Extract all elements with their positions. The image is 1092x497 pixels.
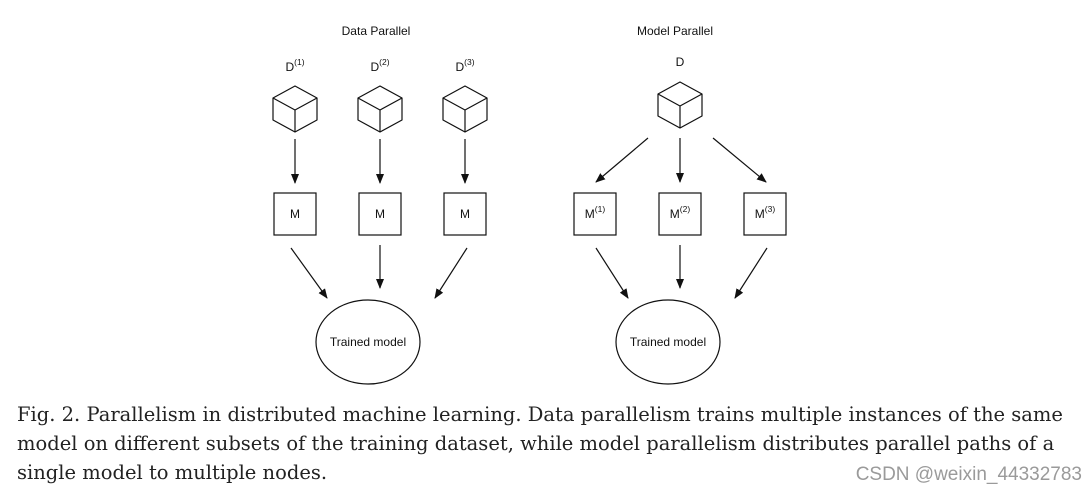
dataset-label-3: D(3) (455, 57, 474, 74)
watermark: CSDN @weixin_44332783 (855, 464, 1082, 485)
model-label-3: M(3) (755, 204, 776, 221)
trained-model-label: Trained model (330, 335, 406, 349)
model-label-2: M(2) (670, 204, 691, 221)
parallelism-diagram: Data Parallel D(1) D(2) D(3) M M M Train… (272, 24, 787, 385)
model-label-2: M (375, 207, 385, 221)
dataset-label: D (676, 55, 685, 69)
arrow (290, 247, 328, 299)
arrow (595, 247, 629, 299)
model-parallel-title: Model Parallel (637, 24, 713, 38)
model-label-1: M(1) (585, 204, 606, 221)
model-box (358, 192, 402, 236)
model-box (573, 192, 617, 236)
arrow (434, 247, 468, 299)
data-parallel-title: Data Parallel (342, 24, 411, 38)
arrow (595, 137, 649, 183)
dataset-cube-icon (357, 85, 403, 133)
model-box (443, 192, 487, 236)
dataset-cube-icon (657, 81, 703, 129)
arrow (712, 137, 767, 183)
dataset-label-1: D(1) (285, 57, 304, 74)
figure-caption: Fig. 2. Parallelism in distributed machi… (17, 403, 1063, 484)
trained-model-ellipse (615, 299, 721, 385)
dataset-label-2: D(2) (370, 57, 389, 74)
trained-model-ellipse (315, 299, 421, 385)
dataset-cube-icon (272, 85, 318, 133)
trained-model-label: Trained model (630, 335, 706, 349)
model-box (658, 192, 702, 236)
arrow (734, 247, 768, 299)
model-box (273, 192, 317, 236)
model-label-3: M (460, 207, 470, 221)
model-label-1: M (290, 207, 300, 221)
dataset-cube-icon (442, 85, 488, 133)
model-box (743, 192, 787, 236)
